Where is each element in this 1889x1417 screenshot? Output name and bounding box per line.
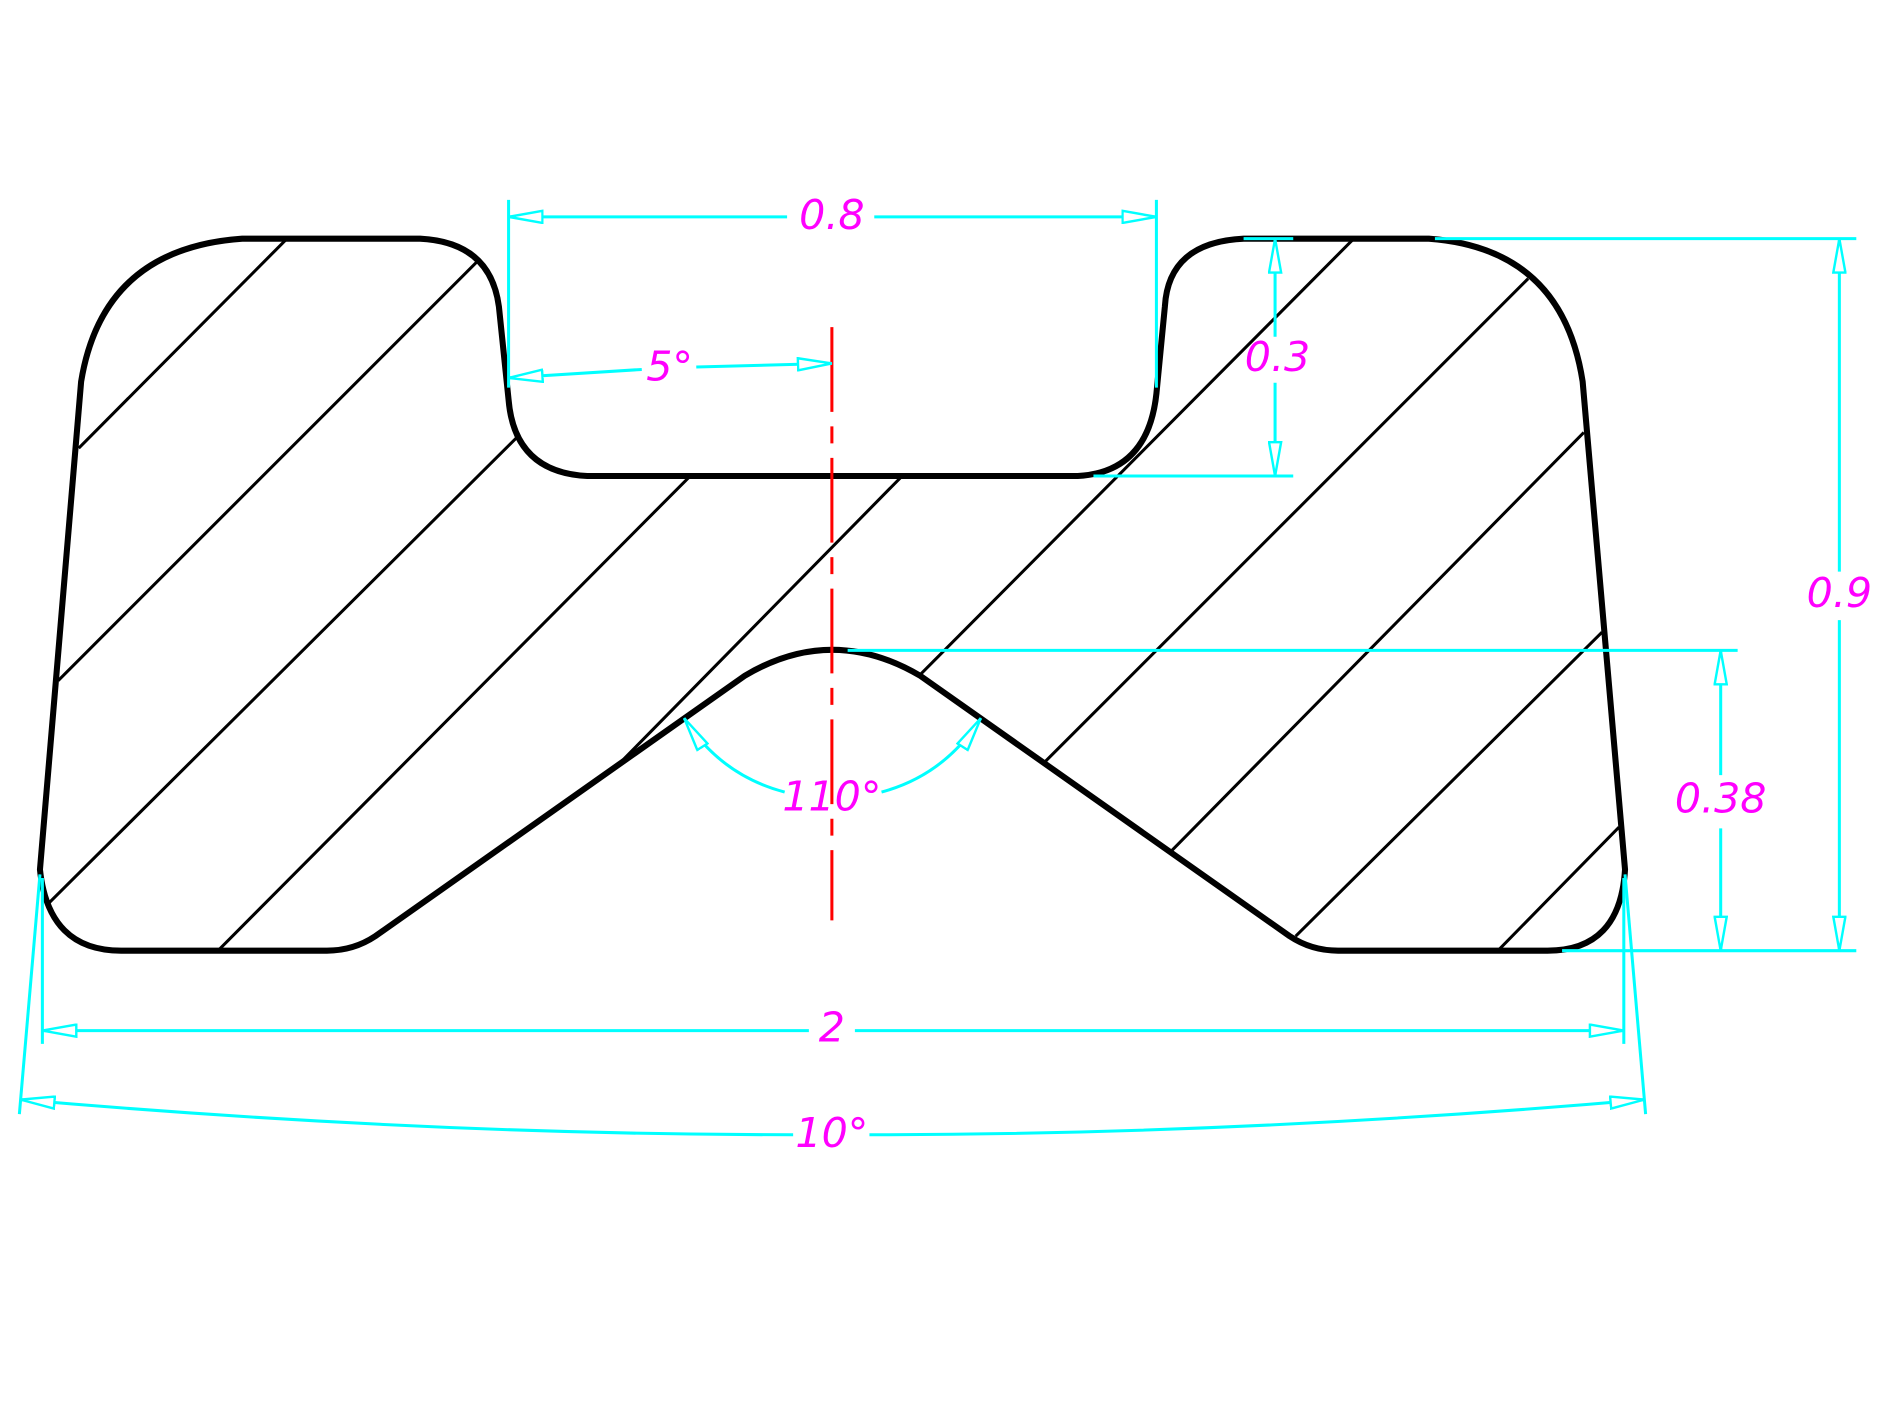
- dim-notch-angle: 110°: [682, 718, 983, 820]
- svg-text:0.3: 0.3: [1245, 333, 1310, 381]
- svg-text:0.38: 0.38: [1675, 775, 1767, 823]
- hatching: [44, 237, 1621, 952]
- dim-total-width: 2: [40, 878, 1626, 1052]
- part-outline: [36, 235, 1629, 954]
- dim-slot-width: 0.8: [507, 191, 1158, 388]
- svg-text:2: 2: [819, 1004, 845, 1052]
- dim-slot-depth: 0.3: [1093, 237, 1310, 478]
- svg-text:5°: 5°: [646, 342, 693, 390]
- svg-text:0.8: 0.8: [799, 191, 864, 239]
- svg-text:10°: 10°: [795, 1109, 868, 1157]
- dim-notch-height: 0.38: [847, 648, 1767, 950]
- dim-draft-angle: 5°: [509, 342, 832, 390]
- dim-side-angle: 10°: [17, 874, 1648, 1157]
- svg-text:0.9: 0.9: [1807, 569, 1872, 617]
- dim-total-height: 0.9: [1434, 237, 1872, 953]
- svg-text:110°: 110°: [782, 772, 881, 820]
